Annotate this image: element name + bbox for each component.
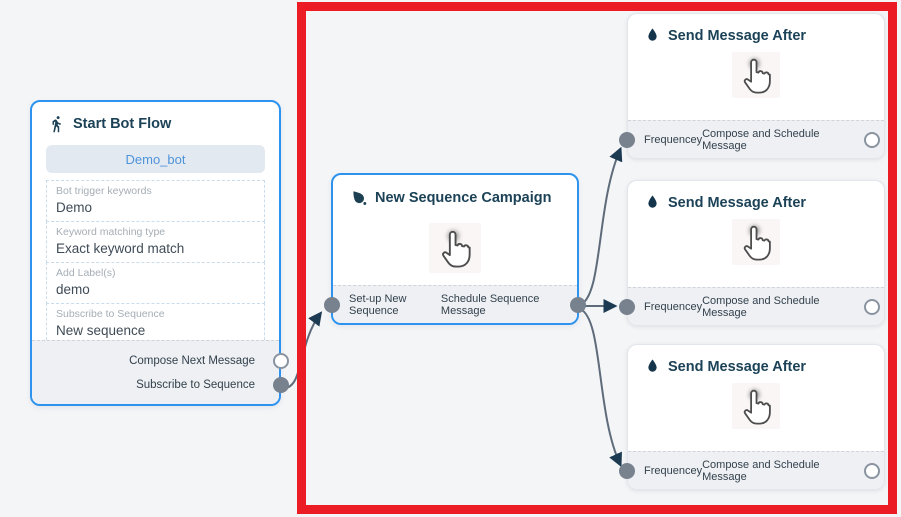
input-connector[interactable] bbox=[619, 462, 635, 479]
port-subscribe-to-sequence: Subscribe to Sequence bbox=[32, 373, 289, 397]
start-bot-flow-node[interactable]: Start Bot Flow Demo_bot Bot trigger keyw… bbox=[30, 100, 289, 406]
port-setup-new-sequence[interactable]: Set-up New Sequence bbox=[349, 292, 407, 317]
output-connector-connected[interactable] bbox=[273, 377, 289, 393]
start-node-header: Start Bot Flow bbox=[32, 102, 279, 139]
field-bot-trigger-keywords[interactable]: Bot trigger keywords Demo bbox=[46, 180, 265, 222]
hand-pointer-icon[interactable] bbox=[732, 52, 780, 98]
wire-start-to-campaign bbox=[280, 311, 323, 390]
send-node-body bbox=[628, 219, 884, 265]
hand-pointer-icon[interactable] bbox=[429, 223, 481, 273]
hand-pointer-icon[interactable] bbox=[732, 383, 780, 429]
send-node-header: Send Message After bbox=[628, 345, 884, 381]
water-drop-icon bbox=[644, 358, 661, 375]
input-connector[interactable] bbox=[324, 296, 340, 313]
send-node-title: Send Message After bbox=[668, 358, 807, 375]
field-label: Bot trigger keywords bbox=[56, 185, 152, 197]
port-frequencey[interactable]: Frequencey bbox=[644, 464, 703, 477]
send-node-title: Send Message After bbox=[668, 194, 807, 211]
new-sequence-campaign-node[interactable]: New Sequence Campaign Set-up New Sequenc… bbox=[324, 173, 586, 325]
hand-pointer-icon[interactable] bbox=[732, 219, 780, 265]
wire-campaign-to-send3 bbox=[579, 308, 622, 468]
walking-person-icon bbox=[48, 115, 66, 133]
port-label: Subscribe to Sequence bbox=[136, 379, 255, 391]
output-connector-connected[interactable] bbox=[570, 296, 586, 313]
field-add-labels[interactable]: Add Label(s) demo bbox=[46, 262, 265, 304]
output-connector-empty[interactable] bbox=[864, 298, 880, 315]
send-node-body bbox=[628, 52, 884, 98]
start-node-title: Start Bot Flow bbox=[73, 116, 172, 132]
field-keyword-matching-type[interactable]: Keyword matching type Exact keyword matc… bbox=[46, 221, 265, 263]
send-message-after-node-3[interactable]: Send Message After Frequencey Compose an… bbox=[619, 344, 885, 490]
send-node-header: Send Message After bbox=[628, 181, 884, 217]
send-node-footer: Frequencey Compose and Schedule Message bbox=[619, 451, 884, 489]
send-node-header: Send Message After bbox=[628, 14, 884, 50]
port-compose-and-schedule[interactable]: Compose and Schedule Message bbox=[702, 458, 820, 483]
send-message-after-node-2[interactable]: Send Message After Frequencey Compose an… bbox=[619, 180, 885, 326]
campaign-node-body bbox=[333, 223, 577, 273]
bot-name-button[interactable]: Demo_bot bbox=[46, 145, 265, 173]
send-message-after-node-1[interactable]: Send Message After Frequencey Compose an… bbox=[619, 13, 885, 159]
water-drop-icon bbox=[644, 27, 661, 44]
input-connector[interactable] bbox=[619, 131, 635, 148]
field-value: demo bbox=[56, 282, 90, 297]
input-connector[interactable] bbox=[619, 298, 635, 315]
campaign-node-title: New Sequence Campaign bbox=[375, 189, 552, 206]
port-frequencey[interactable]: Frequencey bbox=[644, 300, 703, 313]
send-node-body bbox=[628, 383, 884, 429]
ink-drop-icon bbox=[349, 188, 368, 207]
send-node-footer: Frequencey Compose and Schedule Message bbox=[619, 120, 884, 158]
port-frequencey[interactable]: Frequencey bbox=[644, 133, 703, 146]
field-subscribe-to-sequence[interactable]: Subscribe to Sequence New sequence bbox=[46, 303, 265, 345]
port-label: Compose Next Message bbox=[129, 355, 255, 367]
output-connector-empty[interactable] bbox=[864, 131, 880, 148]
field-value: Demo bbox=[56, 200, 93, 215]
campaign-node-header: New Sequence Campaign bbox=[333, 175, 577, 213]
start-node-footer: Compose Next Message Subscribe to Sequen… bbox=[32, 340, 289, 404]
output-connector-empty[interactable] bbox=[864, 462, 880, 479]
water-drop-icon bbox=[644, 194, 661, 211]
campaign-node-footer: Set-up New Sequence Schedule Sequence Me… bbox=[324, 285, 586, 323]
field-value: New sequence bbox=[56, 323, 146, 338]
field-label: Add Label(s) bbox=[56, 267, 116, 279]
port-schedule-sequence-message[interactable]: Schedule Sequence Message bbox=[440, 292, 540, 317]
port-compose-next-message: Compose Next Message bbox=[32, 349, 289, 373]
field-value: Exact keyword match bbox=[56, 241, 185, 256]
port-compose-and-schedule[interactable]: Compose and Schedule Message bbox=[702, 127, 820, 152]
start-node-fields: Bot trigger keywords Demo Keyword matchi… bbox=[46, 180, 265, 345]
field-label: Subscribe to Sequence bbox=[56, 308, 165, 320]
port-compose-and-schedule[interactable]: Compose and Schedule Message bbox=[702, 294, 820, 319]
output-connector-empty[interactable] bbox=[273, 353, 289, 369]
field-label: Keyword matching type bbox=[56, 226, 166, 238]
send-node-title: Send Message After bbox=[668, 27, 807, 44]
wire-campaign-to-send1 bbox=[579, 146, 623, 306]
send-node-footer: Frequencey Compose and Schedule Message bbox=[619, 287, 884, 325]
